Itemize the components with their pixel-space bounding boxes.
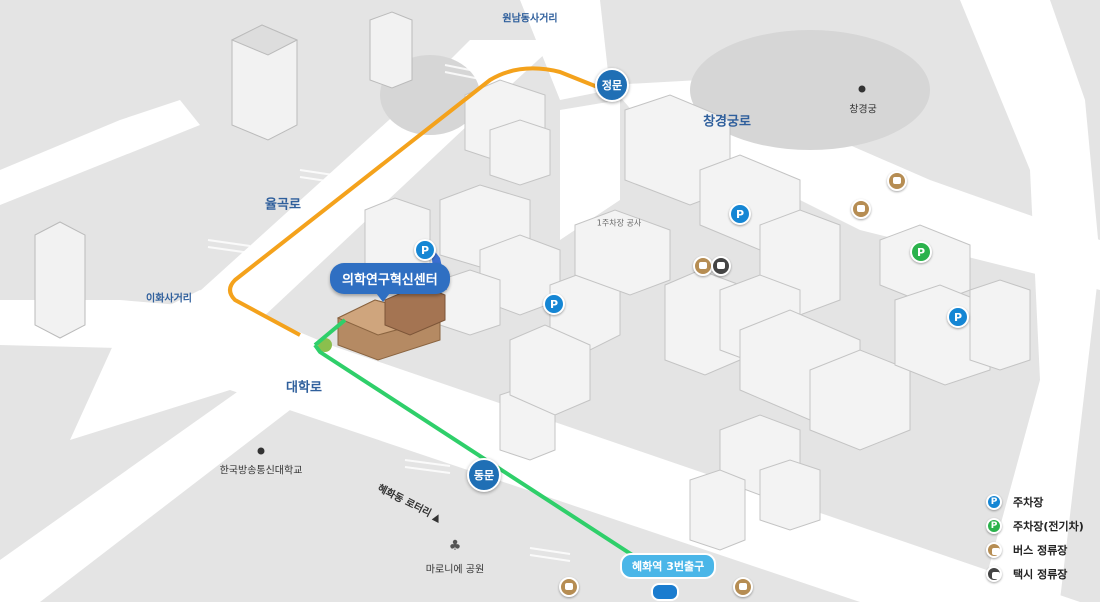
road-campus-inner — [560, 100, 620, 240]
parking-construction-label: 1주차장 공사 — [596, 218, 642, 228]
knou-dot — [257, 447, 265, 455]
daehak-ro-label: 대학로 — [286, 380, 322, 396]
east-gate-marker[interactable]: 동문 — [467, 458, 501, 492]
ihwa-intersection-label: 이화사거리 — [146, 293, 192, 305]
green-route — [313, 318, 642, 562]
road-daehak — [70, 290, 1080, 602]
bus-stop-icon[interactable] — [559, 577, 579, 597]
parking-icon[interactable]: P — [729, 203, 751, 225]
legend-row-taxi: 택시 정류장 — [985, 562, 1084, 586]
crosswalks — [207, 64, 861, 562]
marronnier-label: 마로니에 공원 — [425, 564, 485, 576]
destination-building — [318, 284, 446, 361]
campus-buildings — [364, 79, 1031, 551]
bus-stop-icon[interactable] — [733, 577, 753, 597]
orange-route — [228, 66, 601, 337]
legend-row-bus: 버스 정류장 — [985, 538, 1084, 562]
road-bottom-left — [0, 390, 290, 602]
buildings-outside — [34, 11, 413, 339]
subway-icon — [651, 583, 679, 601]
ev-parking-icon[interactable]: P — [910, 241, 932, 263]
ev-parking-icon: P — [986, 518, 1002, 534]
parking-icon[interactable]: P — [543, 293, 565, 315]
subway-exit-label[interactable]: 혜화역 3번출구 — [620, 553, 717, 579]
tree-icon: ♣ — [448, 538, 462, 554]
parking-icon[interactable]: P — [414, 239, 436, 261]
bus-stop-icon[interactable] — [851, 199, 871, 219]
taxi-stop-icon — [986, 566, 1002, 582]
yulgok-ro-label: 율곡로 — [265, 197, 301, 213]
legend-label: 택시 정류장 — [1013, 568, 1068, 581]
legend-row-ev-parking: P 주차장(전기차) — [985, 514, 1084, 538]
bus-stop-icon[interactable] — [693, 256, 713, 276]
bus-stop-icon — [986, 542, 1002, 558]
legend-label: 주차장 — [1013, 496, 1044, 509]
changgyeonggung-ro-label: 창경궁로 — [703, 114, 751, 130]
road-upper-left — [0, 100, 200, 205]
legend-row-parking: P 주차장 — [985, 490, 1084, 514]
changgyeonggung-label: 창경궁 — [849, 104, 877, 116]
taxi-stop-icon[interactable] — [711, 256, 731, 276]
main-gate-marker[interactable]: 정문 — [595, 68, 629, 102]
road-top — [520, 0, 610, 100]
map-legend: P 주차장 P 주차장(전기차) 버스 정류장 택시 정류장 — [985, 490, 1084, 586]
knou-label: 한국방송통신대학교 — [219, 465, 303, 477]
bus-stop-icon[interactable] — [887, 171, 907, 191]
legend-label: 주차장(전기차) — [1013, 520, 1084, 533]
changgyeonggung-dot — [858, 85, 866, 93]
legend-label: 버스 정류장 — [1013, 544, 1068, 557]
wonnam-intersection-label: 원남동사거리 — [502, 13, 558, 25]
parking-icon: P — [986, 494, 1002, 510]
destination-callout[interactable]: 의학연구혁신센터 — [330, 263, 450, 302]
parking-icon[interactable]: P — [947, 306, 969, 328]
road-right-curve — [960, 0, 1100, 600]
